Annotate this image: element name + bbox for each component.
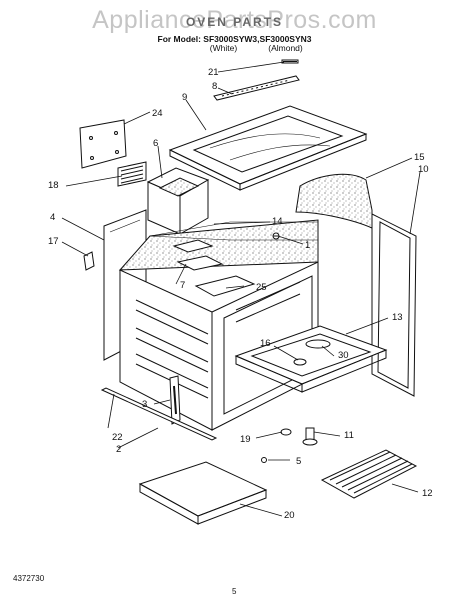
callout-1: 1 [305,240,310,251]
callout-5: 5 [296,456,301,467]
part-11-valve [302,427,318,446]
part-12-oven-rack [320,449,418,499]
part-5-nut [261,457,267,463]
callout-25: 25 [256,282,267,293]
callout-4: 4 [50,212,55,223]
part-7-insert [172,239,224,271]
callout-8: 8 [212,81,217,92]
callout-2: 2 [116,444,121,455]
color-variants: (White) (Almond) [0,43,469,53]
document-number: 4372730 [13,574,45,583]
callout-6: 6 [153,138,158,149]
callout-18: 18 [48,180,59,191]
model-line: For Model: SF3000SYW3,SF3000SYN3 [157,34,312,44]
part-17-clip [83,251,95,271]
callout-12: 12 [422,488,433,499]
diagram-title: OVEN PARTS [185,15,284,29]
callout-9: 9 [182,92,187,103]
part-3-igniter [169,375,181,425]
callout-30: 30 [338,350,349,361]
part-22-lower-rail [100,387,218,441]
part-20-bottom-panel [138,461,268,525]
callout-15: 15 [414,152,425,163]
callout-13: 13 [392,312,403,323]
callout-17: 17 [48,236,59,247]
callout-20: 20 [284,510,295,521]
callout-22: 22 [112,432,123,443]
callout-19: 19 [240,434,251,445]
part-13-broil-pan [234,325,388,393]
part-25-burner-cover [194,275,256,297]
part-24-bracket [79,119,127,169]
part-9-top-frame [168,105,368,191]
color-almond: (Almond) [268,43,303,53]
callout-24: 24 [152,108,163,119]
part-15-insulation [295,173,373,229]
callout-16: 16 [260,338,271,349]
oven-cavity [118,219,319,431]
color-white: (White) [209,43,238,53]
part-18-vent [117,161,147,187]
callout-11: 11 [344,430,354,441]
callout-10: 10 [418,164,429,175]
page-number: 5 [232,587,237,596]
callout-21: 21 [208,67,219,78]
part-6-flue [146,167,210,235]
callout-3: 3 [142,399,147,410]
callout-labels: 21 8 9 24 6 15 10 18 4 14 17 1 7 25 13 1… [48,67,433,521]
leader-lines [61,61,421,517]
part-8-trim-strip [213,75,300,101]
part-10-side-panel [371,213,417,397]
callout-7: 7 [180,280,185,291]
part-19-bolt [280,428,292,436]
part-21-top-strip [281,59,299,64]
callout-14: 14 [272,216,283,227]
